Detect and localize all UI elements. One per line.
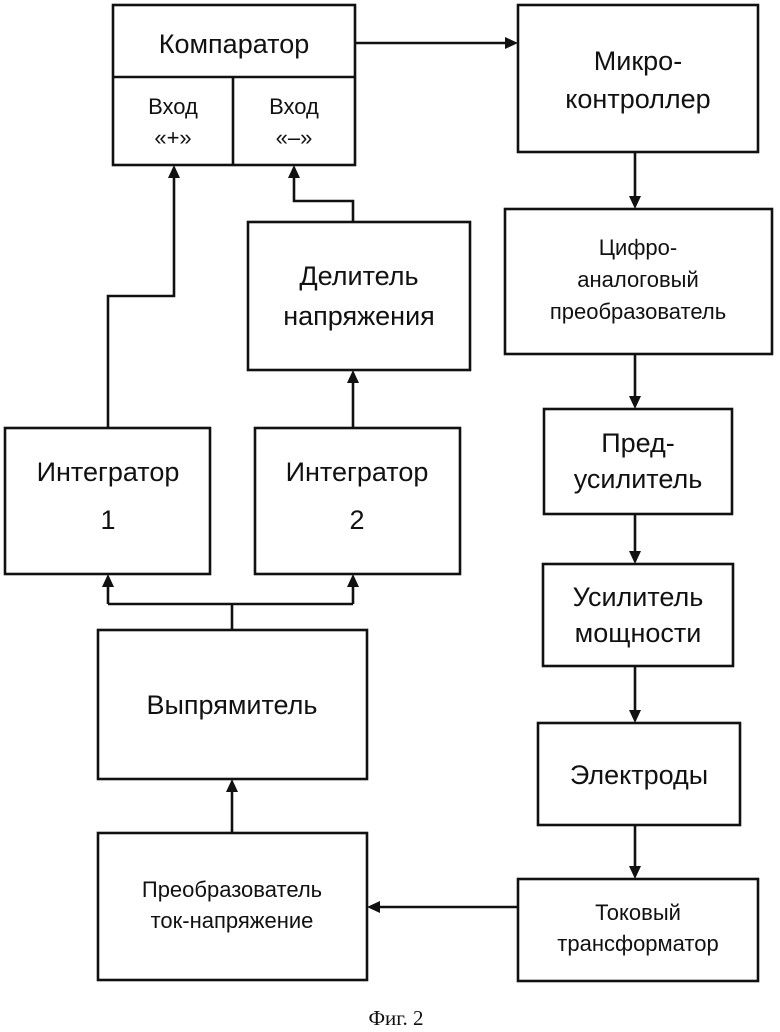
integrator1-block: Интегратор 1	[5, 428, 210, 574]
input-plus-sign: «+»	[154, 125, 191, 150]
divider-label-line1: Делитель	[299, 261, 418, 291]
integrator2-label-line2: 2	[349, 505, 364, 535]
rectifier-label: Выпрямитель	[146, 690, 317, 720]
connector-divider-to-input-minus	[294, 176, 353, 222]
arrowhead-integrator1	[102, 574, 114, 587]
voltage-divider-block: Делитель напряжения	[248, 222, 470, 370]
microcontroller-label-line2: контроллер	[565, 84, 710, 114]
current-transformer-block: Токовый трансформатор	[518, 879, 758, 981]
connector-integrator1-to-input-plus	[108, 176, 174, 428]
divider-label-line2: напряжения	[283, 301, 435, 331]
microcontroller-label-line1: Микро-	[594, 46, 682, 76]
connector-rectifier-to-integrators	[108, 585, 353, 630]
integrator2-block: Интегратор 2	[255, 428, 460, 574]
arrowhead-rectifier	[226, 779, 238, 792]
preamp-label-line1: Пред-	[601, 428, 675, 458]
microcontroller-block: Микро- контроллер	[518, 5, 758, 152]
input-minus-sign: «–»	[276, 125, 313, 150]
arrowhead-input-minus	[288, 165, 300, 178]
iv-converter-label-line1: Преобразователь	[142, 877, 322, 902]
arrowhead-poweramp	[629, 551, 641, 564]
dac-label-line1: Цифро-	[599, 235, 677, 260]
dac-label-line3: преобразователь	[550, 299, 726, 324]
dac-block: Цифро- аналоговый преобразователь	[505, 209, 772, 354]
integrator1-label-line2: 1	[100, 505, 115, 535]
arrowhead-iv-converter	[367, 901, 380, 913]
arrowhead-transformer	[629, 866, 641, 879]
rectifier-block: Выпрямитель	[98, 630, 367, 779]
electrodes-block: Электроды	[538, 723, 740, 825]
arrowhead-divider	[347, 370, 359, 383]
integrator1-label-line1: Интегратор	[37, 457, 180, 487]
arrowhead-preamp	[629, 396, 641, 409]
preamp-label-line2: усилитель	[574, 464, 703, 494]
power-amp-block: Усилитель мощности	[543, 564, 733, 666]
arrowhead-input-plus	[168, 165, 180, 178]
preamp-block: Пред- усилитель	[544, 409, 732, 514]
arrowhead-dac	[629, 196, 641, 209]
input-minus-label: Вход	[269, 94, 319, 119]
input-plus-label: Вход	[148, 94, 198, 119]
figure-caption: Фиг. 2	[368, 1006, 423, 1030]
comparator-title: Компаратор	[159, 29, 309, 59]
dac-label-line2: аналоговый	[577, 267, 699, 292]
integrator2-label-line1: Интегратор	[286, 457, 429, 487]
arrowhead-integrator2	[347, 574, 359, 587]
transformer-label-line1: Токовый	[595, 900, 681, 925]
iv-converter-label-line2: ток-напряжение	[151, 908, 314, 933]
arrowhead-comparator-to-microcontroller	[505, 37, 518, 49]
comparator-block: Компаратор Вход «+» Вход «–»	[113, 5, 355, 165]
transformer-label-line2: трансформатор	[557, 931, 718, 956]
power-amp-label-line1: Усилитель	[573, 582, 704, 612]
power-amp-label-line2: мощности	[575, 618, 702, 648]
arrowhead-electrodes	[629, 710, 641, 723]
iv-converter-block: Преобразователь ток-напряжение	[98, 833, 367, 980]
electrodes-label: Электроды	[570, 760, 708, 790]
